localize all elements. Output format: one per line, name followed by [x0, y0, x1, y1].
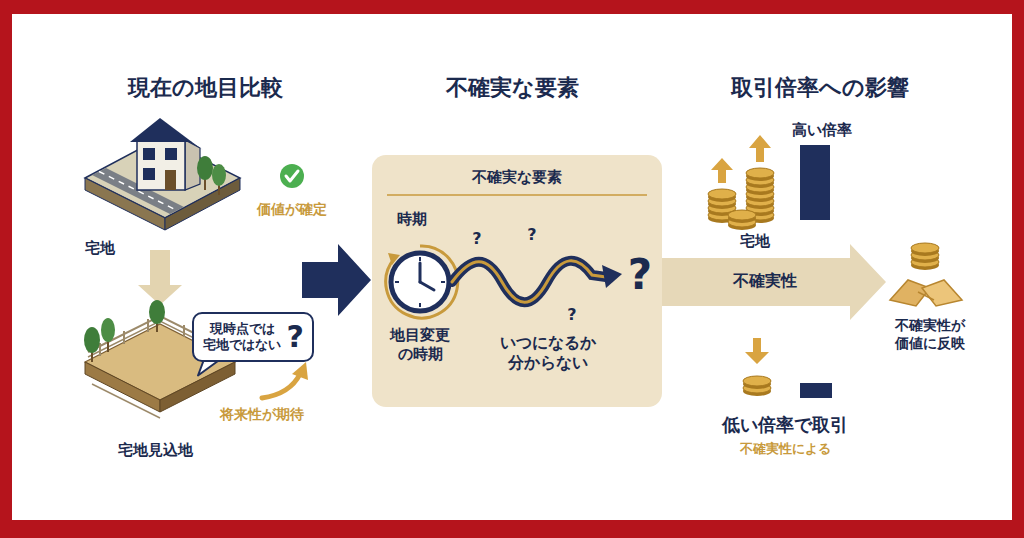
panel-heading: 不確実な要素	[472, 168, 562, 187]
bar-label: 高い倍率	[792, 121, 852, 140]
panel-text: いつになるか 分からない	[496, 333, 600, 373]
arrow-label: 不確実性	[729, 271, 801, 291]
question-mark: ?	[472, 229, 481, 249]
question-mark: ?	[628, 249, 652, 302]
status-note: 将来性が期待	[220, 406, 304, 424]
down-arrow	[138, 250, 182, 305]
bubble-text: 現時点では 宅地ではない	[202, 321, 283, 354]
result-label: 不確実性が 価値に反映	[891, 317, 969, 352]
panel-text: 時期	[397, 210, 427, 229]
note-label: 不確実性による	[740, 441, 831, 457]
panel-text: いつになるか 分からない	[496, 333, 600, 373]
column-heading: 不確実な要素	[446, 74, 579, 102]
question-mark: ?	[527, 225, 536, 245]
note-label: 不確実性による	[740, 441, 831, 457]
question-mark: ?	[287, 318, 304, 356]
speech-bubble: 現時点では 宅地ではない?	[192, 312, 314, 362]
ground	[12, 14, 1012, 520]
question-mark: ?	[472, 229, 481, 249]
flow-arrow	[302, 244, 371, 316]
status-note: 価値が確定	[257, 201, 327, 219]
tile-label: 宅地見込地	[118, 441, 193, 460]
result-label: 不確実性が 価値に反映	[891, 317, 969, 352]
tile-label: 宅地	[85, 239, 115, 258]
panel-heading: 不確実な要素	[472, 168, 562, 187]
tile-label: 宅地見込地	[118, 441, 193, 460]
question-mark: ?	[527, 225, 536, 245]
panel-text: 時期	[397, 210, 427, 229]
question-mark: ?	[567, 305, 576, 325]
coin-stacks-high	[708, 135, 830, 230]
status-note: 価値が確定	[257, 201, 327, 219]
question-mark: ?	[628, 249, 652, 302]
column-heading: 取引倍率への影響	[731, 74, 909, 102]
arrow-label: 不確実性	[729, 271, 801, 291]
column-heading: 現在の地目比較	[128, 74, 283, 102]
question-mark: ?	[567, 305, 576, 325]
bar-label: 高い倍率	[792, 121, 852, 140]
panel-text: 地目変更 の時期	[386, 326, 455, 364]
column-heading: 取引倍率への影響	[731, 74, 909, 102]
bar-label: 低い倍率で取引	[722, 414, 848, 437]
stack-label: 宅地	[740, 232, 770, 251]
handshake-icon	[890, 243, 962, 306]
bubble-tail	[198, 360, 220, 376]
panel-text: 地目変更 の時期	[386, 326, 455, 364]
coin-stack-low	[743, 338, 832, 398]
uncertainty-arrow	[662, 244, 886, 320]
tile-label: 宅地	[85, 239, 115, 258]
future-arrow	[262, 362, 308, 398]
status-note: 将来性が期待	[220, 406, 304, 424]
column-heading: 不確実な要素	[446, 74, 579, 102]
question-mark: ?	[287, 318, 304, 356]
house-tile	[85, 118, 240, 230]
check-icon	[280, 164, 304, 188]
column-heading: 現在の地目比較	[128, 74, 283, 102]
bubble-text: 現時点では 宅地ではない	[202, 321, 283, 354]
uncertainty-panel: 不確実な要素時期地目変更 の時期 いつになるか 分からない????	[372, 155, 662, 407]
stack-label: 宅地	[740, 232, 770, 251]
bar-label: 低い倍率で取引	[722, 414, 848, 437]
